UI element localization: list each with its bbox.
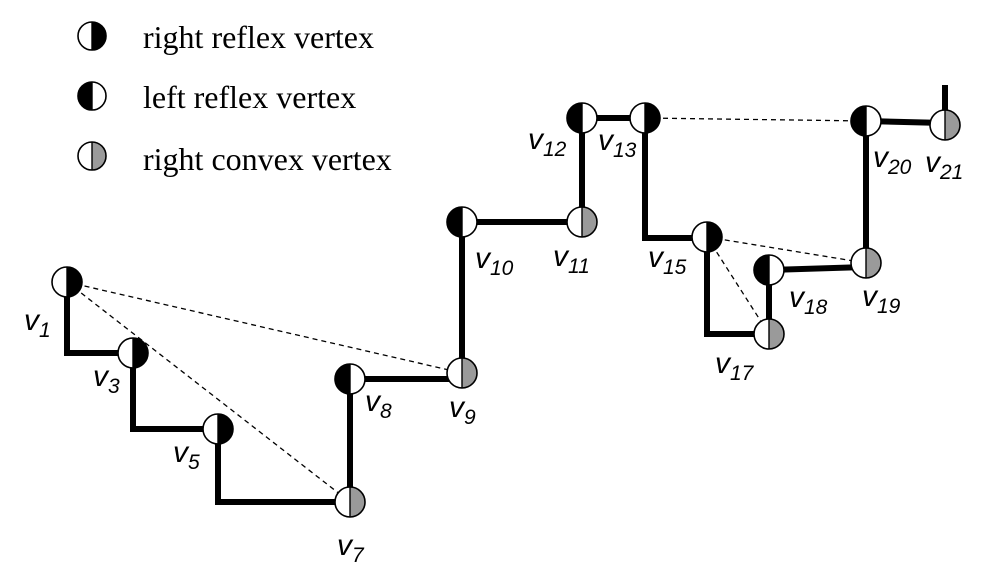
vertex-v20-icon (850, 105, 882, 137)
vertex-label-v7: v7 (337, 529, 365, 567)
vertex-v12-icon (566, 102, 598, 134)
vertex-v3-icon-filled-half (133, 338, 148, 368)
vertex-v15-icon-filled-half (707, 222, 722, 252)
vertex-v5-icon (202, 413, 234, 445)
vertex-v8-icon-filled-half (335, 364, 350, 394)
vertex-v20-icon-filled-half (851, 106, 866, 136)
vertex-v13-icon-filled-half (645, 103, 660, 133)
vertex-v19-icon (850, 247, 882, 279)
dashed-chords (66, 117, 867, 503)
legend: right reflex vertex left reflex vertex r… (77, 19, 392, 177)
vertex-v21-icon (929, 109, 961, 141)
vertex-labels: v1 v3 v5 v7 v8 v9 v10 v11 v12 v13 v15 v1… (24, 123, 963, 567)
legend-left-reflex-icon (77, 81, 107, 111)
chord-v1-v9 (66, 281, 463, 374)
vertex-v15-icon (691, 221, 723, 253)
vertex-label-v15: v15 (648, 241, 687, 279)
vertex-label-v1: v1 (24, 304, 51, 342)
vertex-v8-icon (334, 363, 366, 395)
vertex-symbols (51, 102, 961, 518)
legend-right-reflex-icon (77, 21, 107, 51)
vertex-v17-icon-filled-half (769, 319, 784, 349)
vertex-label-v12: v12 (528, 123, 567, 161)
vertex-v9-icon-filled-half (462, 358, 477, 388)
vertex-v9-icon (446, 357, 478, 389)
legend-right-convex-icon-filled-half (92, 142, 106, 170)
vertex-label-v19: v19 (862, 280, 901, 318)
vertex-v11-icon-filled-half (582, 207, 597, 237)
chord-v1-v7 (66, 281, 351, 503)
vertex-v18-icon-filled-half (754, 255, 769, 285)
vertex-v1-icon (51, 266, 83, 298)
vertex-v10-icon-filled-half (447, 207, 462, 237)
vertex-label-v17: v17 (715, 347, 755, 385)
legend-label-right-convex: right convex vertex (143, 141, 392, 177)
vertex-v5-icon-filled-half (218, 414, 233, 444)
chord-v15-v19 (706, 236, 867, 264)
vertex-v10-icon (446, 206, 478, 238)
chord-v13-v20 (644, 117, 867, 122)
vertex-v3-icon (117, 337, 149, 369)
legend-right-reflex-icon-filled-half (92, 22, 106, 50)
vertex-v13-icon (629, 102, 661, 134)
vertex-label-v3: v3 (93, 360, 120, 398)
vertex-label-v5: v5 (173, 436, 200, 474)
legend-symbol-right-reflex (77, 21, 107, 51)
vertex-v7-icon-filled-half (350, 487, 365, 517)
legend-symbol-right-convex (77, 141, 107, 171)
vertex-label-v9: v9 (449, 391, 476, 429)
vertex-label-v21: v21 (925, 146, 963, 184)
legend-left-reflex-icon-filled-half (78, 82, 92, 110)
vertex-label-v11: v11 (553, 240, 590, 278)
vertex-v21-icon-filled-half (945, 110, 960, 140)
legend-symbol-left-reflex (77, 81, 107, 111)
legend-right-convex-icon (77, 141, 107, 171)
vertex-v11-icon (566, 206, 598, 238)
legend-label-left-reflex: left reflex vertex (143, 79, 356, 115)
legend-label-right-reflex: right reflex vertex (143, 19, 374, 55)
chord-v15-v17 (706, 236, 770, 335)
vertex-label-v8: v8 (365, 385, 392, 423)
vertex-v19-icon-filled-half (866, 248, 881, 278)
vertex-label-v18: v18 (789, 281, 828, 319)
vertex-v12-icon-filled-half (567, 103, 582, 133)
vertex-v7-icon (334, 486, 366, 518)
vertex-v1-icon-filled-half (67, 267, 82, 297)
vertex-v17-icon (753, 318, 785, 350)
vertex-label-v20: v20 (873, 141, 912, 179)
vertex-v18-icon (753, 254, 785, 286)
vertex-label-v13: v13 (598, 124, 637, 162)
vertex-label-v10: v10 (475, 242, 514, 280)
